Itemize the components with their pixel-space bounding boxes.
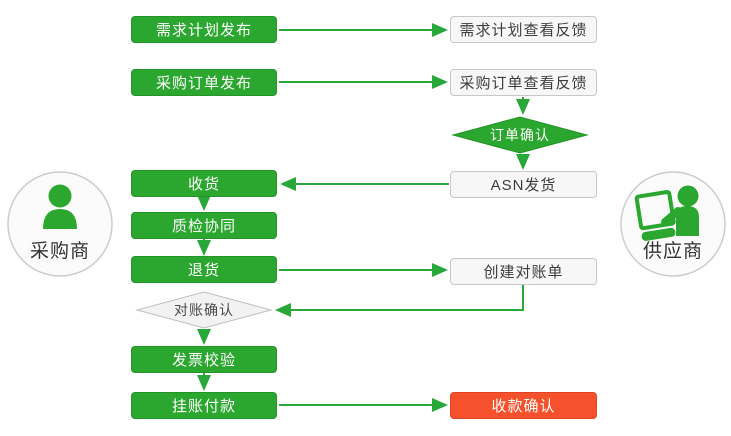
- node-demand-feedback: 需求计划查看反馈: [450, 16, 597, 43]
- node-asn-ship: ASN发货: [450, 171, 597, 198]
- node-payment-confirm: 收款确认: [450, 392, 597, 419]
- arrow-create-statement-to-statement-confirm: [275, 285, 524, 317]
- node-po-publish: 采购订单发布: [131, 69, 277, 96]
- node-return-goods: 退货: [131, 256, 277, 283]
- buyer-person-icon: [43, 184, 77, 229]
- supplier-avatar: [620, 171, 726, 277]
- node-receive: 收货: [131, 170, 277, 197]
- order-confirm-diamond: [451, 116, 589, 154]
- node-pending-payment: 挂账付款: [131, 392, 277, 419]
- supplier-person-computer-icon: [634, 185, 699, 241]
- node-po-feedback: 采购订单查看反馈: [450, 69, 597, 96]
- node-quality: 质检协同: [131, 212, 277, 239]
- buyer-avatar: [7, 171, 113, 277]
- node-create-statement: 创建对账单: [450, 258, 597, 285]
- buyer-label: 采购商: [29, 241, 90, 262]
- node-invoice-check: 发票校验: [131, 346, 277, 373]
- statement-confirm-diamond: [135, 291, 273, 329]
- supplier-label: 供应商: [642, 241, 703, 262]
- node-demand-publish: 需求计划发布: [131, 16, 277, 43]
